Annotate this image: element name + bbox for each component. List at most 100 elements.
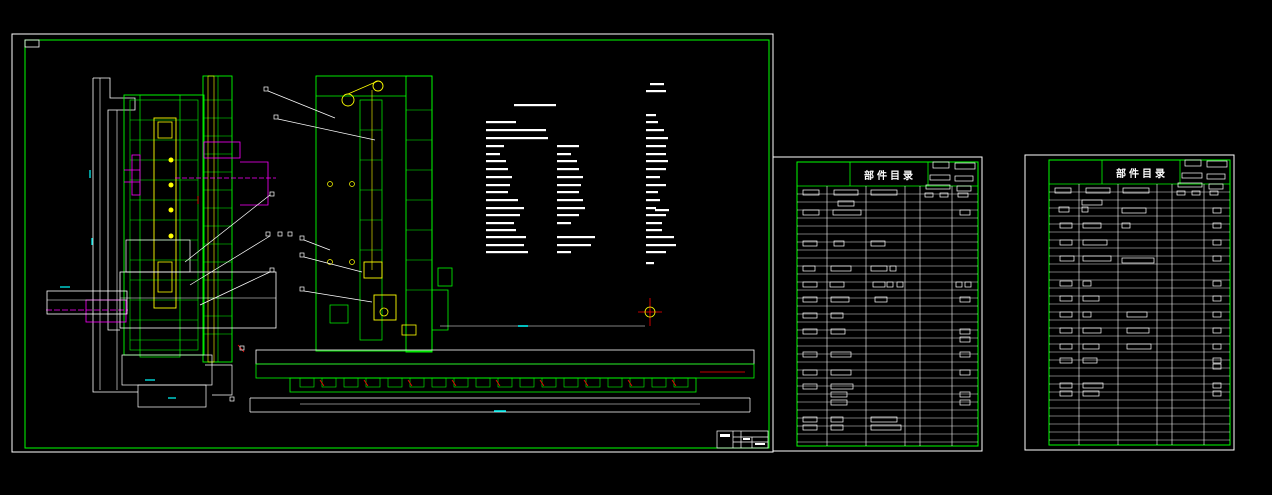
parts-list-1-grid [797,161,978,446]
note-line [557,207,585,210]
cell-entry [1082,357,1098,364]
note-line [557,244,591,247]
cell-entry [932,161,950,169]
cell-entry [886,281,894,288]
main-sheet [11,33,774,453]
cell-entry [1082,222,1102,229]
bed-rib [651,377,667,388]
cell-entry [959,336,971,343]
cell-entry [1121,222,1131,229]
cell-entry [837,200,855,207]
note-line [646,114,656,117]
note-line [646,214,666,217]
cell-entry [959,209,971,216]
cell-entry [1059,280,1073,287]
bed-rib [387,377,403,388]
note-line [557,236,595,239]
right-column-elevation [315,75,453,353]
bed-mark [407,379,413,387]
cell-entry [874,296,888,303]
cell-entry [832,209,862,216]
technical-notes [486,83,676,265]
note-line [646,222,662,225]
note-line [486,229,516,232]
note-line [646,236,674,239]
note-line [646,145,666,148]
note-line [514,104,556,107]
cell-entry [1212,255,1222,262]
cell-entry [830,296,850,303]
cell-entry [1059,311,1073,318]
cell-entry [964,281,972,288]
cell-entry [1059,239,1073,246]
note-line [646,121,658,124]
bed-mark [319,379,325,387]
cell-entry [896,281,904,288]
cell-entry [830,351,852,358]
cell-entry [1081,199,1103,206]
note-line [557,184,581,187]
cell-entry [1082,382,1104,389]
left-leaders [184,191,293,402]
parts-list-sheet-1: 部件目录 [772,156,983,452]
cell-entry [1212,343,1222,350]
cell-entry [1059,255,1075,262]
cell-entry [1059,222,1073,229]
note-line [486,168,508,171]
parts-list-sheet-2: 部件目录 [1024,154,1235,451]
bed-mark [495,379,501,387]
main-sheet-inner-frame [24,39,770,449]
cell-entry [1126,311,1148,318]
note-line [486,145,504,148]
cell-entry [929,174,951,181]
cell-entry [830,265,852,272]
note-line [486,191,508,194]
note-line [557,176,583,179]
bed-rib [475,377,491,388]
cell-entry [802,209,820,216]
cell-entry [1121,257,1155,264]
parts-list-1-title: 部件目录 [864,169,916,182]
cell-entry [1126,327,1150,334]
note-line [486,214,520,217]
cell-entry [802,328,818,335]
cell-entry [1208,183,1224,190]
cell-entry [870,265,888,272]
bed-rib [519,377,535,388]
cell-entry [802,369,818,376]
cell-entry [1059,343,1073,350]
bed-rib [563,377,579,388]
bed-mark [539,379,545,387]
cell-entry [955,281,963,288]
note-line [486,251,528,254]
note-line [646,229,662,232]
note-line [486,236,526,239]
cell-entry [956,185,972,192]
cell-entry [1206,173,1226,180]
note-line [557,222,571,225]
cell-entry [1082,239,1108,246]
cell-entry [954,162,976,170]
note-line [486,222,514,225]
note-line [646,244,676,247]
cell-entry [870,189,898,196]
cell-entry [830,383,854,390]
note-line [486,199,518,202]
cell-entry [1212,295,1222,302]
bed-rib [431,377,447,388]
cell-entry [1082,327,1102,334]
parts-list-2-title: 部件目录 [1116,167,1168,180]
note-line [646,191,658,194]
note-line [557,145,579,148]
reference-centre-mark [440,298,662,327]
cell-entry [1082,280,1092,287]
cell-entry [802,416,818,423]
note-line [486,153,500,156]
cell-entry [802,296,818,303]
note-line [646,153,666,156]
note-line [646,129,664,132]
cell-entry [1206,160,1228,168]
cell-entry [830,369,852,376]
note-line [646,199,660,202]
note-line [646,90,666,93]
